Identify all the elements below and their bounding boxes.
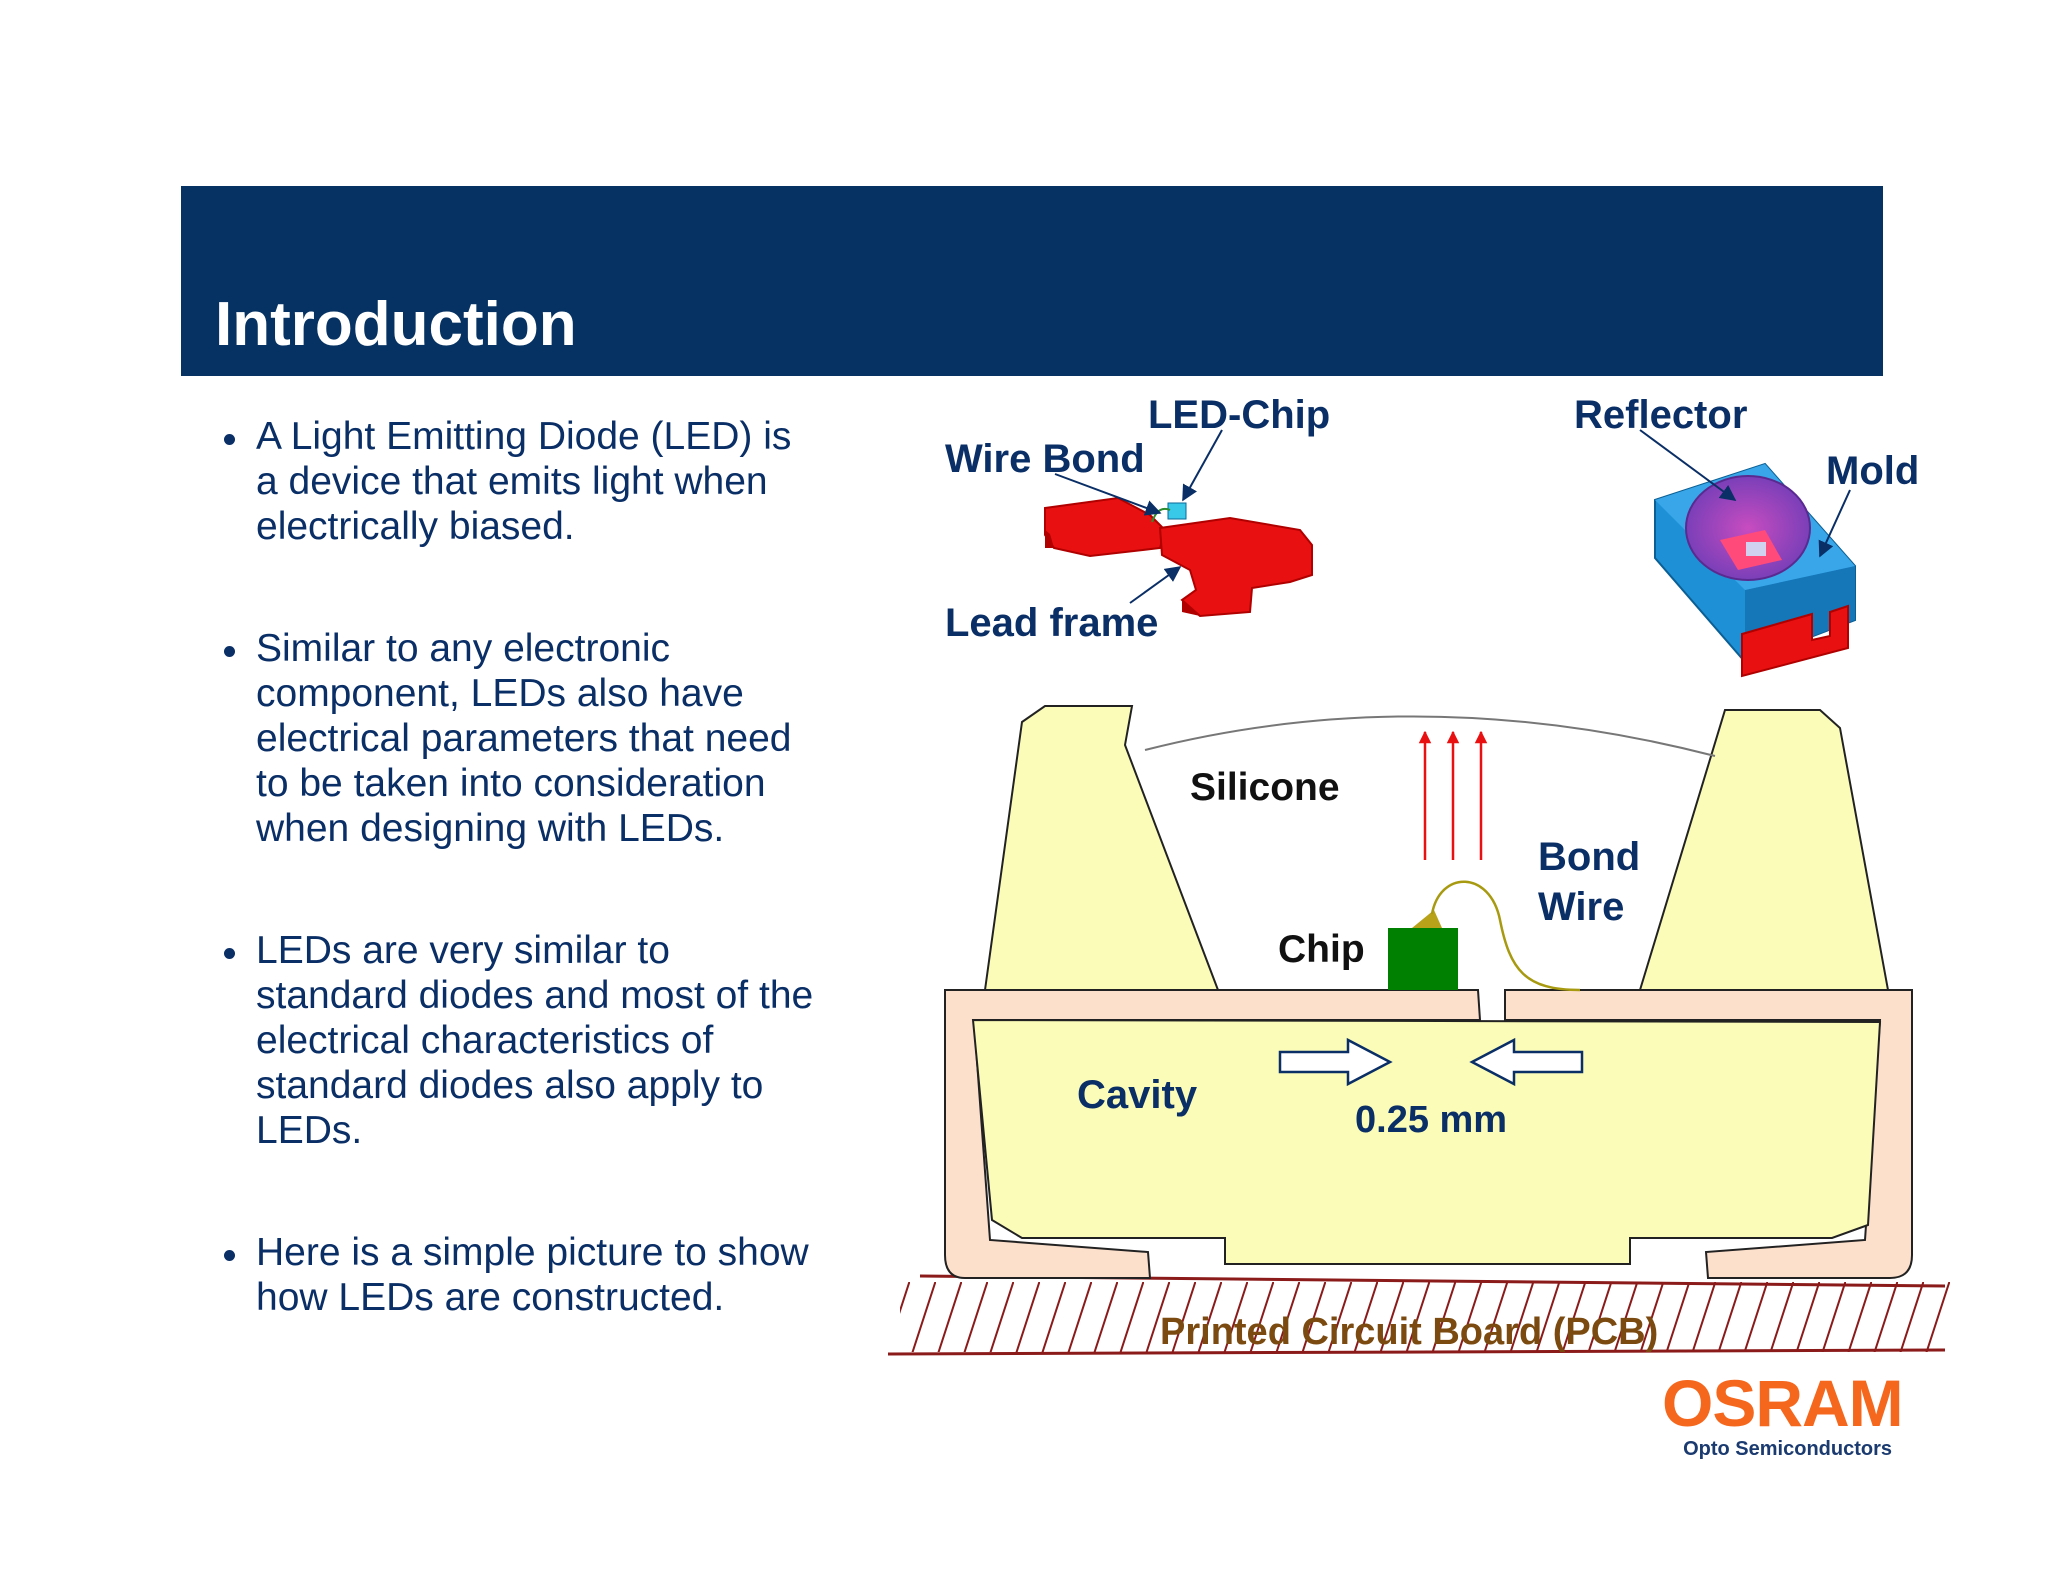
bullet-line: to be taken into consideration [256, 762, 766, 805]
page-title: Introduction [215, 290, 577, 359]
label-cavity: Cavity [1077, 1073, 1198, 1117]
bullet-item: A Light Emitting Diode (LED) is a device… [210, 414, 870, 549]
logo-subtitle: Opto Semiconductors [1683, 1438, 1892, 1460]
title-bar: Introduction [181, 186, 1883, 376]
bullet-line: when designing with LEDs. [256, 807, 725, 850]
label-wire-bond: Wire Bond [945, 437, 1145, 481]
lead-frame-illustration [1044, 496, 1313, 618]
bullet-line: standard diodes also apply to [256, 1064, 764, 1107]
pcb-layer [887, 1274, 1950, 1356]
bullet-line: how LEDs are constructed. [256, 1276, 725, 1319]
silicone-dome [1144, 715, 1716, 757]
bullet-line: electrically biased. [256, 505, 575, 548]
label-lead-frame: Lead frame [945, 601, 1158, 645]
bullet-dot-icon [224, 948, 235, 959]
light-emission-arrows [1418, 730, 1488, 860]
osram-logo: OSRAM Opto Semiconductors [1662, 1366, 1904, 1461]
label-mold: Mold [1826, 449, 1919, 493]
led-chip-block [1167, 502, 1187, 520]
bullet-item: Here is a simple picture to show how LED… [210, 1230, 870, 1320]
bullet-line: LEDs are very similar to [256, 929, 670, 972]
label-led-chip: LED-Chip [1148, 393, 1330, 437]
label-bond: Bond [1538, 835, 1640, 879]
bullet-line: standard diodes and most of the [256, 974, 814, 1017]
bullet-line: electrical characteristics of [256, 1019, 714, 1062]
bullet-dot-icon [224, 646, 235, 657]
bullet-list: A Light Emitting Diode (LED) is a device… [210, 414, 870, 1397]
label-gap: 0.25 mm [1355, 1099, 1507, 1141]
bullet-line: electrical parameters that need [256, 717, 792, 760]
bullet-line: A Light Emitting Diode (LED) is [256, 415, 792, 458]
bullet-line: LEDs. [256, 1109, 363, 1152]
label-chip: Chip [1278, 928, 1365, 971]
gap-arrow-left-icon [1469, 1037, 1584, 1087]
reflector-wall-right [1638, 709, 1890, 991]
bullet-line: Similar to any electronic [256, 627, 670, 670]
bullet-dot-icon [224, 1250, 235, 1261]
bullet-line: component, LEDs also have [256, 672, 744, 715]
cavity-body [971, 1018, 1882, 1265]
label-wire: Wire [1538, 885, 1624, 929]
reflector-cup [1685, 475, 1811, 581]
bullet-dot-icon [224, 434, 235, 445]
bond-wire-trace [1430, 880, 1581, 992]
packaged-led-illustration [1654, 462, 1856, 678]
gap-arrow-right-icon [1278, 1037, 1393, 1087]
logo-brand: OSRAM [1662, 1366, 1904, 1440]
reflector-wall-left [983, 705, 1220, 991]
label-reflector: Reflector [1574, 393, 1747, 437]
bullet-item: LEDs are very similar to standard diodes… [210, 928, 870, 1153]
bullet-line: a device that emits light when [256, 460, 768, 503]
bullet-item: Similar to any electronic component, LED… [210, 626, 870, 851]
label-silicone: Silicone [1190, 766, 1340, 809]
label-pcb: Printed Circuit Board (PCB) [1160, 1311, 1658, 1353]
chip-block [1388, 928, 1458, 990]
bullet-line: Here is a simple picture to show [256, 1231, 809, 1274]
